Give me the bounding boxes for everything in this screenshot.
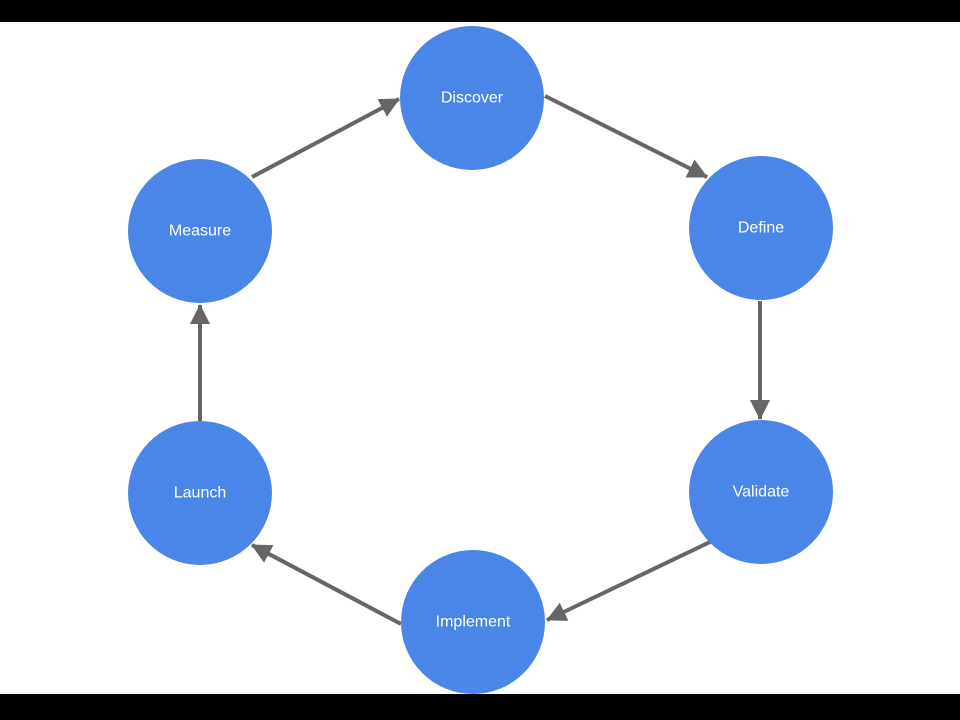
arrow-discover-to-define <box>544 94 708 179</box>
node-circle-discover <box>400 26 544 170</box>
node-validate: Validate <box>689 420 833 564</box>
node-label-validate: Validate <box>733 484 790 501</box>
node-circle-launch <box>128 421 272 565</box>
node-circle-define <box>689 156 833 300</box>
arrow-measure-to-discover <box>251 97 400 179</box>
letterbox-bottom <box>0 694 960 720</box>
node-label-define: Define <box>738 220 784 237</box>
letterbox-top <box>0 0 960 22</box>
node-launch: Launch <box>128 421 272 565</box>
node-label-launch: Launch <box>174 485 227 502</box>
node-define: Define <box>689 156 833 300</box>
arrow-implement-to-launch <box>251 543 402 626</box>
node-discover: Discover <box>400 26 544 170</box>
node-circle-measure <box>128 159 272 303</box>
node-circle-validate <box>689 420 833 564</box>
node-measure: Measure <box>128 159 272 303</box>
node-circle-implement <box>401 550 545 694</box>
node-label-discover: Discover <box>441 90 504 107</box>
node-label-measure: Measure <box>169 223 231 240</box>
arrow-validate-to-implement <box>546 540 711 622</box>
node-implement: Implement <box>401 550 545 694</box>
node-label-implement: Implement <box>436 614 511 631</box>
